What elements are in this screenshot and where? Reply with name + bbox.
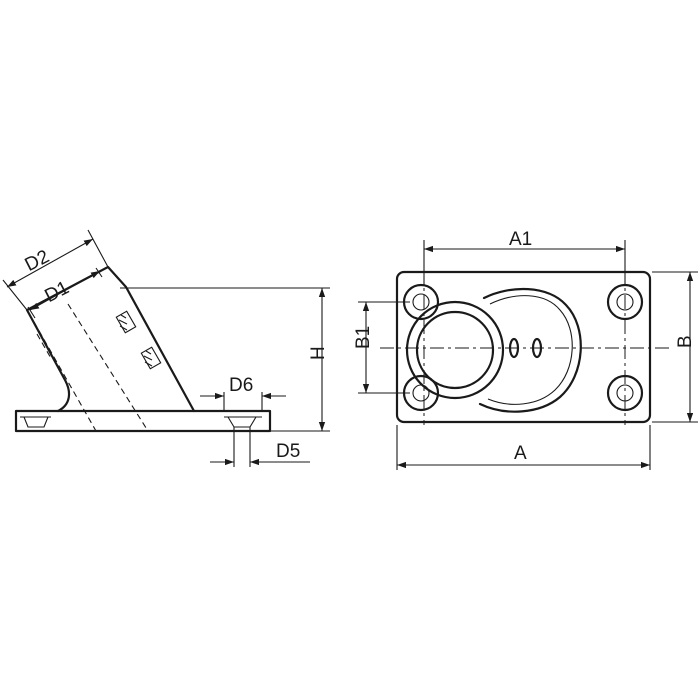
d2-dimension-line (6, 238, 94, 288)
plate-outline (395, 270, 652, 424)
set-screw-upper (115, 310, 137, 334)
countersink-right (224, 416, 262, 428)
d1-dimension-line (29, 270, 101, 311)
countersink-left (20, 416, 51, 428)
top-view: A1 A B B1 (353, 229, 698, 470)
label-d5: D5 (276, 441, 300, 462)
side-view: D2 D1 H D6 D5 (2, 229, 330, 467)
bore-line-2 (67, 303, 149, 432)
bore-line-1 (33, 321, 97, 432)
set-screw-holes (508, 337, 543, 359)
tube-ring (405, 300, 505, 400)
corner-hole-bottom-right (606, 374, 644, 412)
label-a: A (514, 443, 527, 464)
tube-footprint (478, 287, 582, 413)
label-b: B (675, 335, 696, 348)
label-d6: D6 (229, 375, 253, 396)
label-a1: A1 (509, 229, 532, 250)
label-d1: D1 (41, 277, 72, 307)
label-h: H (308, 346, 329, 360)
label-d2: D2 (22, 246, 53, 276)
set-screw-lower (140, 346, 162, 370)
label-b1: B1 (353, 326, 374, 349)
base-plate (14, 409, 272, 433)
